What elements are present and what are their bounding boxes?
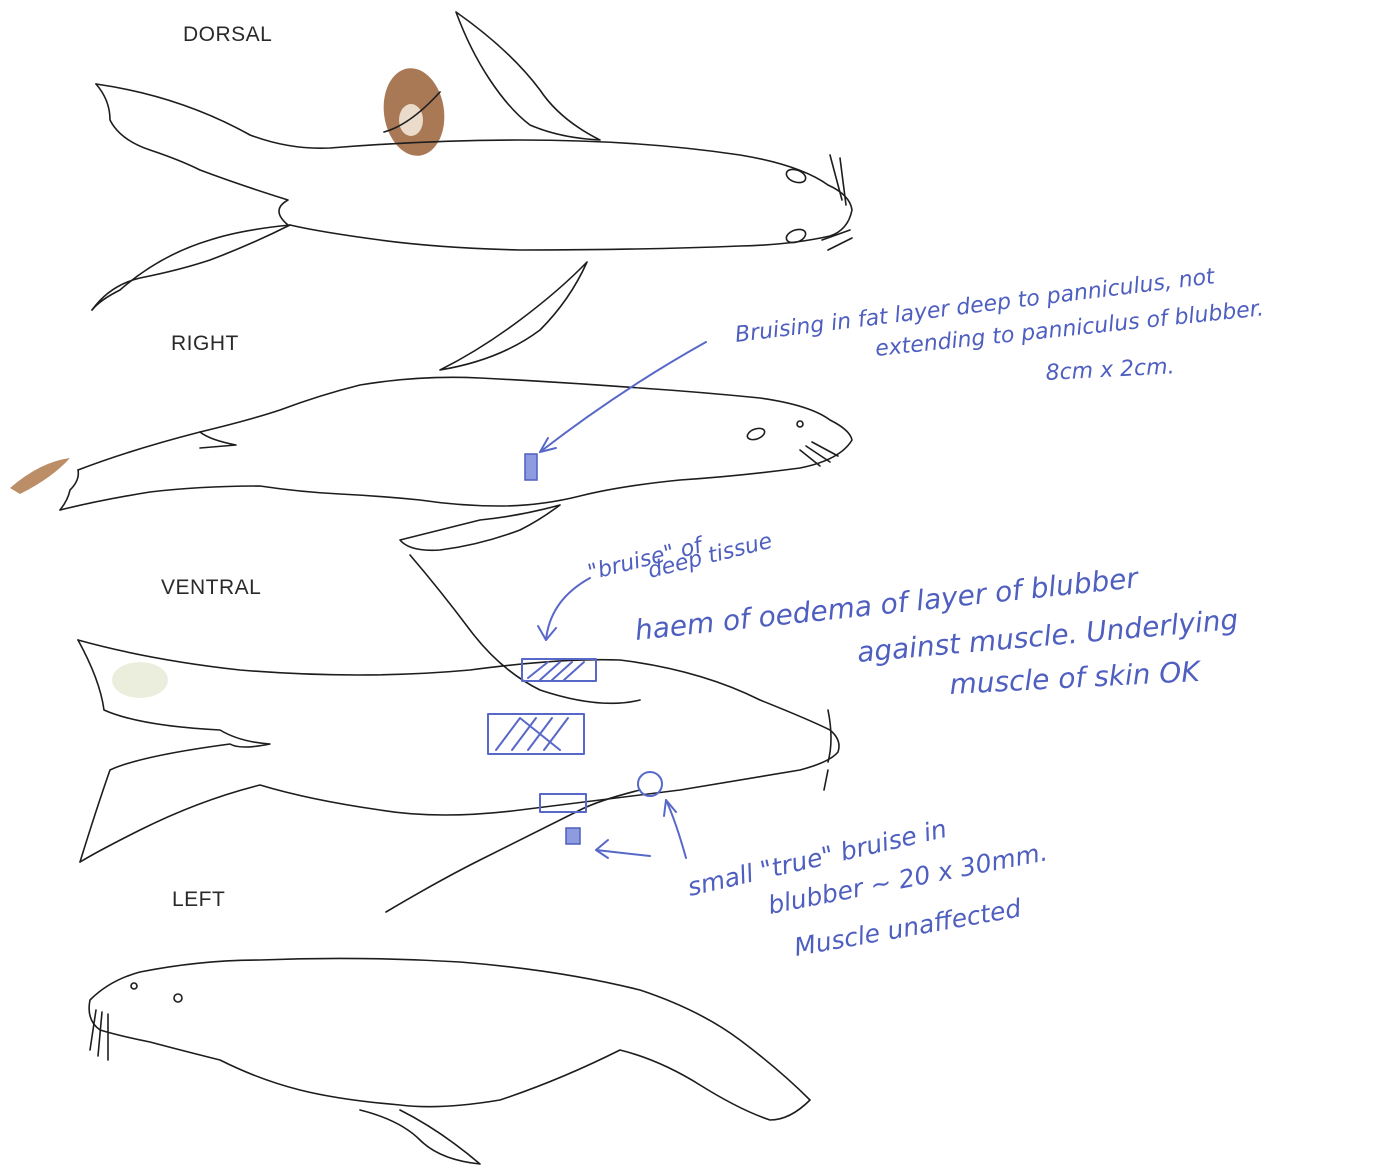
seal-outline-dorsal bbox=[92, 12, 852, 370]
seal-outline-left bbox=[89, 958, 810, 1164]
note3-line3: muscle of skin OK bbox=[949, 655, 1203, 701]
label-ventral: VENTRAL bbox=[161, 576, 261, 599]
note1-line3: 8cm x 2cm. bbox=[1045, 354, 1175, 386]
bruise-mark-ventral-middle bbox=[488, 714, 584, 754]
note2-line2: deep tissue bbox=[645, 529, 774, 584]
bruise-mark-ventral-lower-b bbox=[638, 772, 662, 796]
bruise-mark-right bbox=[525, 454, 537, 480]
label-dorsal: DORSAL bbox=[183, 23, 272, 46]
label-right: RIGHT bbox=[171, 332, 239, 355]
note-haem-oedema: haem of oedema of layer of blubber again… bbox=[633, 561, 1239, 701]
bruise-mark-ventral-lower-c bbox=[566, 828, 580, 844]
note-fat-layer: Bruising in fat layer deep to panniculus… bbox=[734, 264, 1265, 386]
seal-outline-right bbox=[60, 377, 852, 550]
note-true-bruise: small "true" bruise in blubber ~ 20 x 30… bbox=[685, 814, 1050, 962]
note-deep-tissue: "bruise" of deep tissue bbox=[585, 529, 774, 586]
bruise-annotations bbox=[488, 342, 706, 858]
label-left: LEFT bbox=[172, 888, 225, 911]
